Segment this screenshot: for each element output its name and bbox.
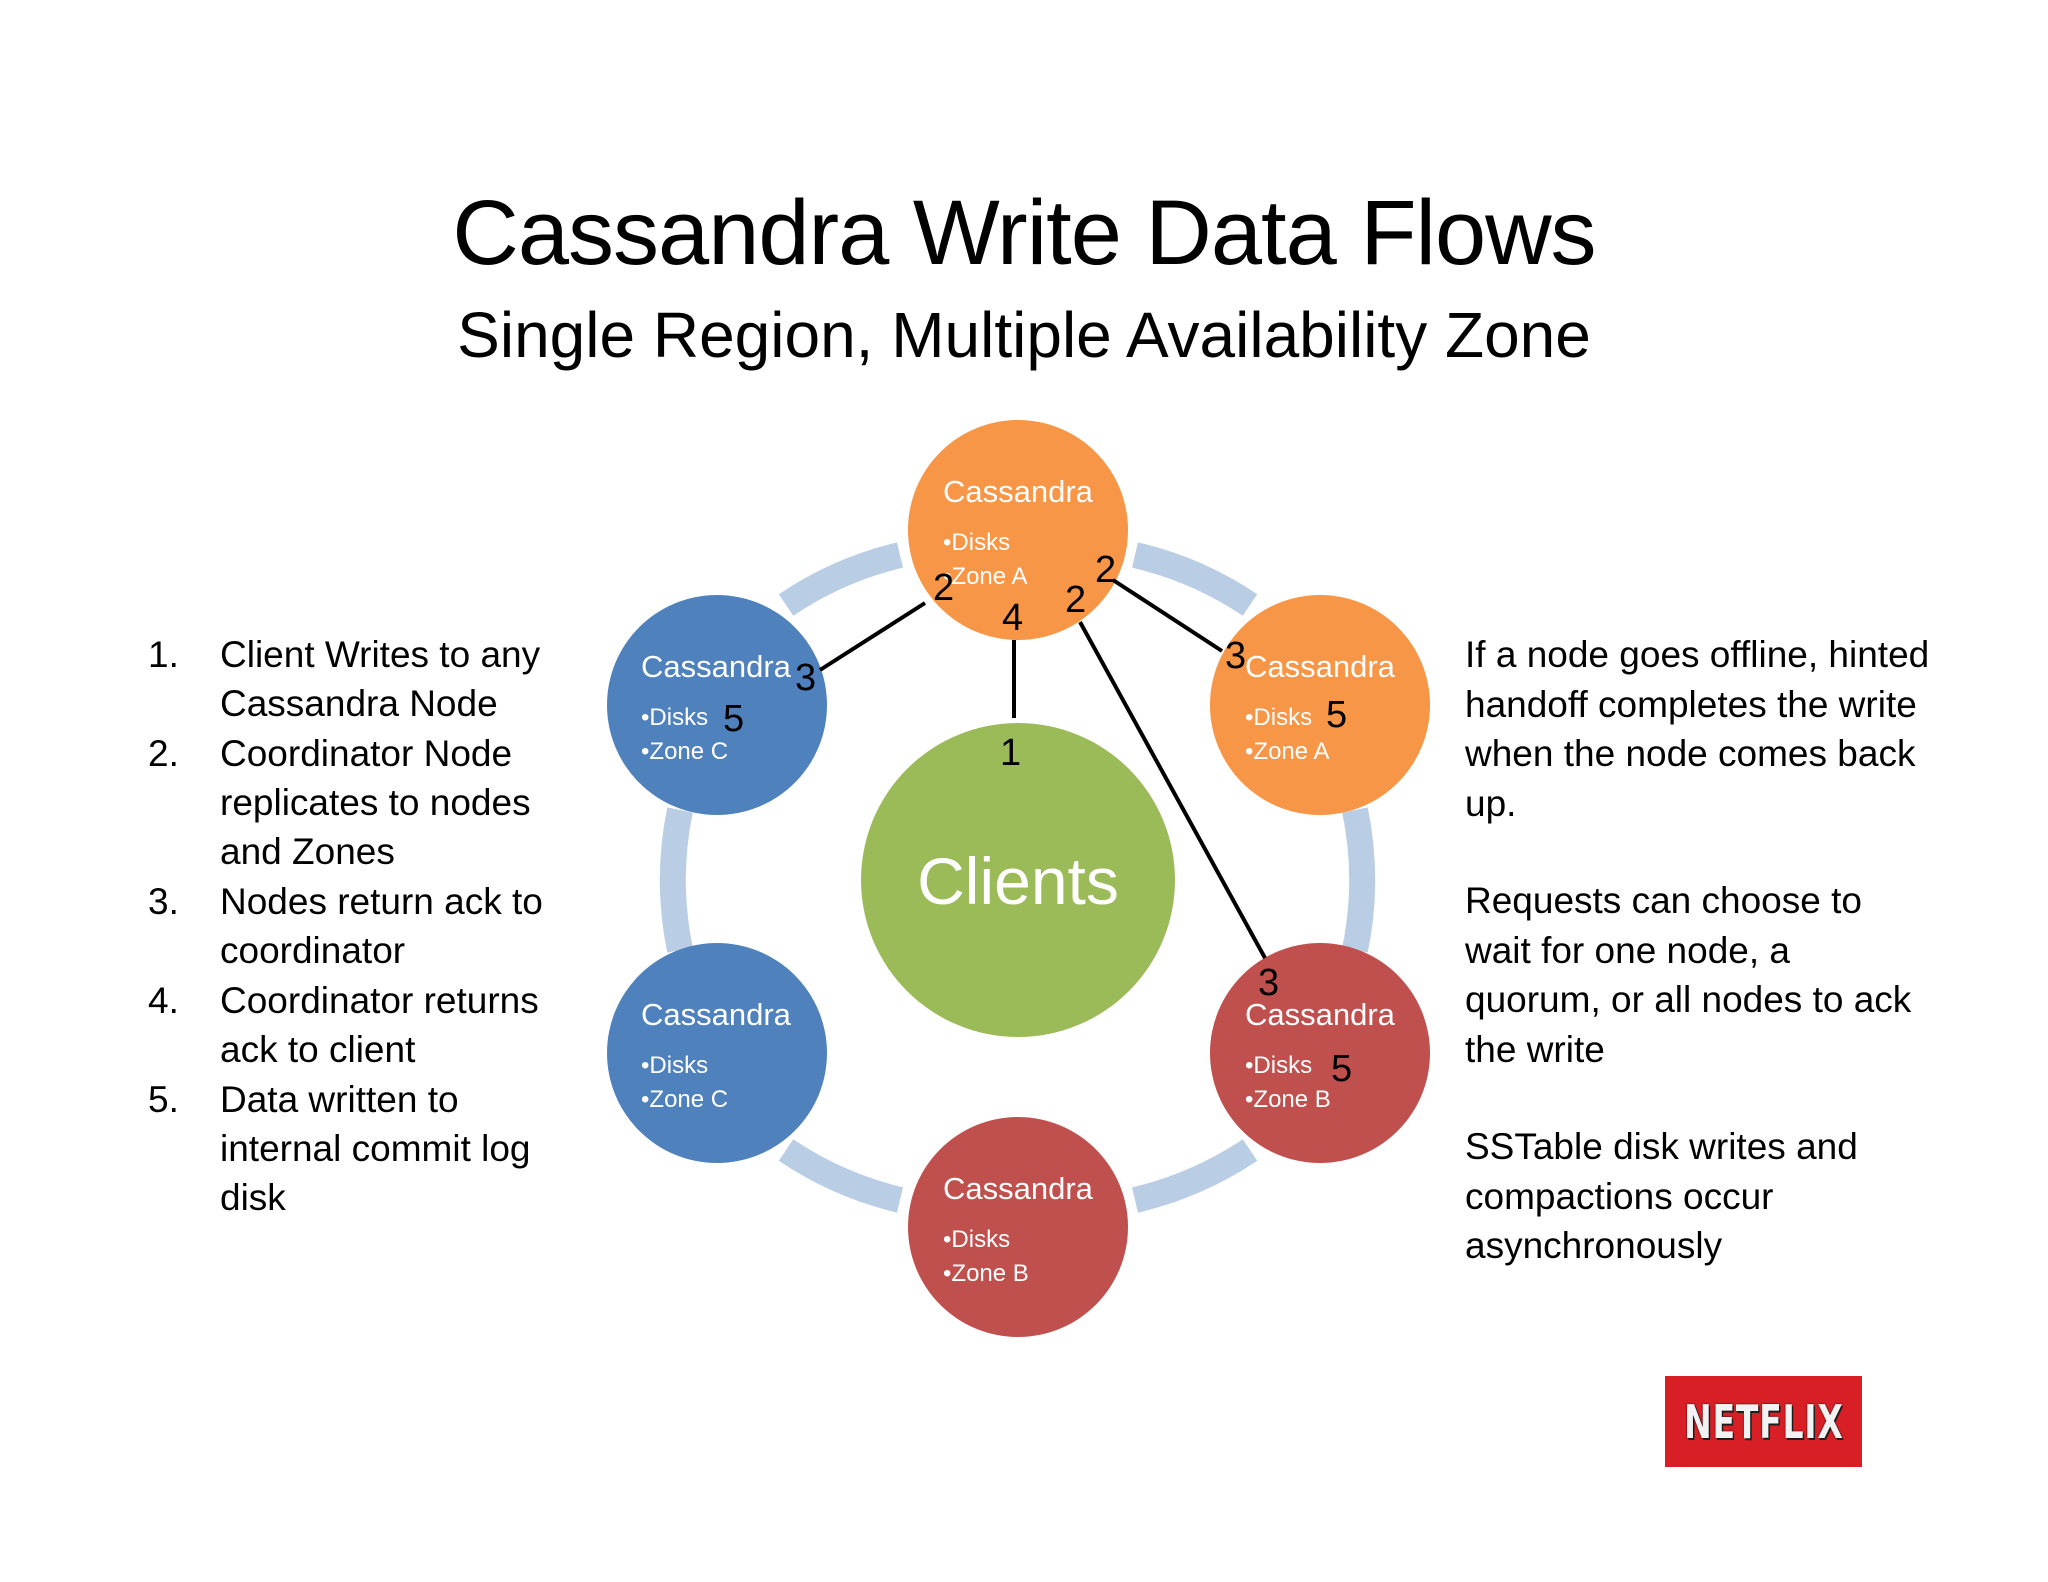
node-bullet-zone: •Zone C	[641, 738, 728, 765]
step-number: 2.	[148, 733, 179, 774]
node-bullet-disks: •Disks	[641, 1052, 708, 1079]
cassandra-node-lower-right[interactable]: Cassandra •Disks •Zone B	[1210, 943, 1430, 1163]
cassandra-node-upper-right[interactable]: Cassandra •Disks •Zone A	[1210, 595, 1430, 815]
node-bullet-zone: •Zone A	[1245, 738, 1329, 765]
node-title: Cassandra	[1245, 997, 1396, 1032]
node-title: Cassandra	[943, 474, 1094, 509]
arrow-coordinator-to-upper-right	[1111, 578, 1224, 653]
slide-title: Cassandra Write Data Flows	[452, 182, 1596, 284]
node-title: Cassandra	[641, 649, 792, 684]
node-bullet-zone: •Zone C	[641, 1086, 728, 1113]
ring-arc	[659, 807, 693, 953]
arrow-coordinator-to-upper-left	[818, 601, 927, 672]
note-consistency: Requests can choose to wait for one node…	[1465, 880, 1912, 1070]
clients-circle	[861, 723, 1175, 1037]
step-item: 2. Coordinator Node replicates to nodes a…	[148, 729, 578, 876]
node-circle	[1210, 595, 1430, 815]
step-number: 5.	[148, 1079, 179, 1120]
node-circle	[908, 1117, 1128, 1337]
node-circle	[1210, 943, 1430, 1163]
step-label-5: 5	[1326, 694, 1347, 736]
step-item: 3. Nodes return ack to coordinator	[148, 877, 578, 975]
step-item: 5. Data written to internal commit log di…	[148, 1075, 578, 1222]
step-label-2: 2	[1095, 549, 1116, 591]
step-label-1: 1	[1000, 732, 1021, 774]
node-bullet-disks: •Disks	[1245, 1052, 1312, 1079]
node-circle	[607, 595, 827, 815]
ring	[659, 542, 1376, 1213]
steps-list: 1. Client Writes to any Cassandra Node 2.…	[148, 630, 578, 1223]
step-text: Coordinator Node replicates to nodes and…	[220, 733, 531, 872]
clients-label: Clients	[917, 844, 1119, 918]
step-label-2: 2	[1065, 579, 1086, 621]
node-title: Cassandra	[641, 997, 792, 1032]
step-label-3: 3	[1225, 635, 1246, 677]
ring-arc	[778, 1139, 904, 1213]
note-sstable: SSTable disk writes and compactions occu…	[1465, 1126, 1858, 1266]
arrow-coordinator-to-lower-right	[1078, 621, 1267, 959]
note-hinted-handoff: If a node goes offline, hinted handoff c…	[1465, 634, 1930, 824]
step-text: Client Writes to any Cassandra Node	[220, 634, 541, 724]
notes-panel: If a node goes offline, hinted handoff c…	[1465, 630, 1935, 1319]
cassandra-node-lower-left[interactable]: Cassandra •Disks •Zone C	[607, 943, 827, 1163]
node-bullet-disks: •Disks	[943, 529, 1010, 556]
node-bullet-zone: •Zone B	[943, 1260, 1029, 1287]
step-number: 3.	[148, 881, 179, 922]
step-text: Nodes return ack to coordinator	[220, 881, 543, 971]
step-item: 4. Coordinator returns ack to client	[148, 976, 578, 1074]
step-number: 4.	[148, 980, 179, 1021]
step-label-5: 5	[1331, 1048, 1352, 1090]
cassandra-node-upper-left[interactable]: Cassandra •Disks •Zone C	[607, 595, 827, 815]
step-labels: 1 2 2 2 3 3 3 4 5 5 5	[723, 549, 1352, 1090]
cassandra-node-top[interactable]: Cassandra •Disks •Zone A	[908, 420, 1128, 640]
netflix-logo: NETFLIX	[1665, 1376, 1862, 1467]
node-bullet-disks: •Disks	[943, 1226, 1010, 1253]
node-bullet-disks: •Disks	[641, 704, 708, 731]
node-title: Cassandra	[943, 1171, 1094, 1206]
step-label-2: 2	[933, 567, 954, 609]
ring-arc	[1131, 1139, 1258, 1213]
node-bullet-zone: •Zone B	[1245, 1086, 1331, 1113]
node-bullet-zone: •Zone A	[943, 563, 1027, 590]
ring-arc	[778, 542, 904, 616]
ring-arc	[1342, 807, 1376, 953]
step-text: Data written to internal commit log disk	[220, 1079, 531, 1218]
step-text: Coordinator returns ack to client	[220, 980, 539, 1070]
step-number: 1.	[148, 634, 179, 675]
ring-arc	[1131, 542, 1258, 616]
step-item: 1. Client Writes to any Cassandra Node	[148, 630, 578, 728]
node-bullet-disks: •Disks	[1245, 704, 1312, 731]
slide-subtitle: Single Region, Multiple Availability Zon…	[457, 299, 1591, 371]
step-label-3: 3	[795, 657, 816, 699]
cassandra-node-bottom[interactable]: Cassandra •Disks •Zone B	[908, 1117, 1128, 1337]
step-label-3: 3	[1258, 962, 1279, 1004]
node-circle	[908, 420, 1128, 640]
netflix-logo-text: NETFLIX	[1683, 1394, 1844, 1449]
node-title: Cassandra	[1245, 649, 1396, 684]
node-circle	[607, 943, 827, 1163]
step-label-5: 5	[723, 698, 744, 740]
step-label-4: 4	[1002, 597, 1023, 639]
